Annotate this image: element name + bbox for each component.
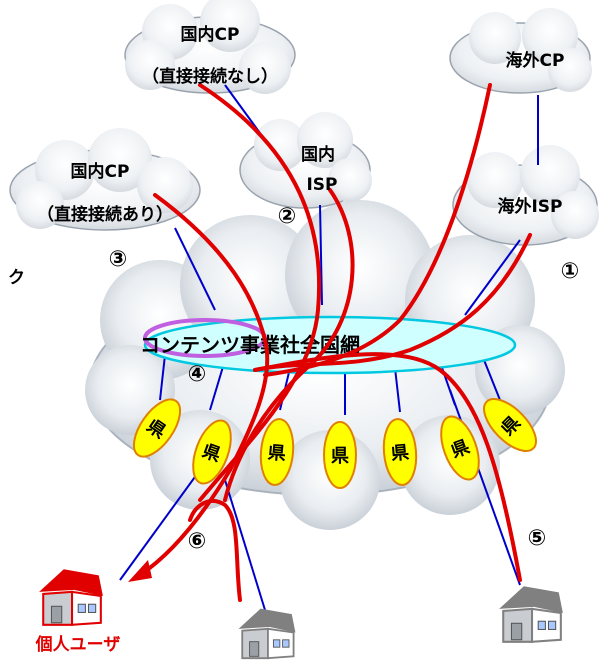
link-overseas-isp-to-backbone: [464, 239, 521, 316]
marker-1: ①: [561, 259, 580, 284]
prefecture-4: 県: [323, 421, 357, 489]
route-cp-direct: [153, 193, 270, 472]
prefecture-2: 県: [192, 419, 232, 485]
user-label: 個人ユーザ: [35, 634, 121, 655]
prefecture-3: 県: [259, 418, 295, 486]
cloud-domestic-isp-line1: 国内: [301, 144, 335, 165]
route-to-house-2: [188, 499, 242, 602]
cloud-domestic-cp-direct-line2: （直接接続あり）: [37, 204, 173, 225]
cloud-overseas-isp: [452, 145, 599, 246]
link-to-user: [119, 469, 201, 581]
prefecture-5-label: 県: [390, 442, 410, 464]
link-to-house-2: [224, 479, 266, 611]
cloud-domestic-cp-direct: [9, 128, 201, 231]
cloud-domestic-cp-direct-line1: 国内CP: [71, 161, 130, 182]
cloud-overseas-cp: [449, 8, 592, 94]
house-user: [38, 568, 104, 626]
house-3: [498, 585, 564, 643]
prefecture-3-label: 県: [267, 442, 287, 464]
marker-2: ②: [278, 204, 297, 229]
marker-3: ③: [109, 247, 128, 272]
prefecture-7: 県: [483, 398, 537, 452]
route-to-user: [138, 468, 232, 577]
cloud-domestic-cp-no-direct: [124, 0, 296, 94]
link-pref-1: [159, 354, 166, 401]
cloud-domestic-isp-line2: ISP: [306, 175, 337, 195]
cloud-domestic-cp-no-direct-line1: 国内CP: [181, 24, 240, 45]
arrow-head: [128, 560, 152, 582]
link-cp-direct-to-backbone: [174, 227, 216, 311]
route-to-house-3: [253, 352, 522, 582]
marker-6: ⑥: [188, 529, 207, 554]
route-overseas-isp: [253, 233, 532, 372]
link-pref-5: [394, 367, 401, 413]
red-routes: [138, 83, 532, 602]
cloud-overseas-cp-label: 海外CP: [506, 50, 565, 71]
prefecture-6: 県: [440, 415, 480, 481]
prefecture-5: 県: [382, 418, 418, 486]
cloud-overseas-isp-label: 海外ISP: [497, 196, 562, 217]
prefecture-4-label: 県: [331, 446, 349, 467]
prefecture-1: 県: [132, 398, 182, 458]
side-text: ク: [8, 268, 25, 288]
link-isp-to-backbone: [319, 204, 323, 306]
cloud-domestic-cp-no-direct-line2: （直接接続なし）: [142, 66, 278, 87]
marker-4: ④: [188, 362, 207, 387]
route-overseas-cp: [263, 83, 492, 377]
house-2: [237, 607, 297, 660]
marker-5: ⑤: [528, 526, 547, 551]
prefectures: 県 県 県 県 県 県 県: [132, 398, 537, 489]
